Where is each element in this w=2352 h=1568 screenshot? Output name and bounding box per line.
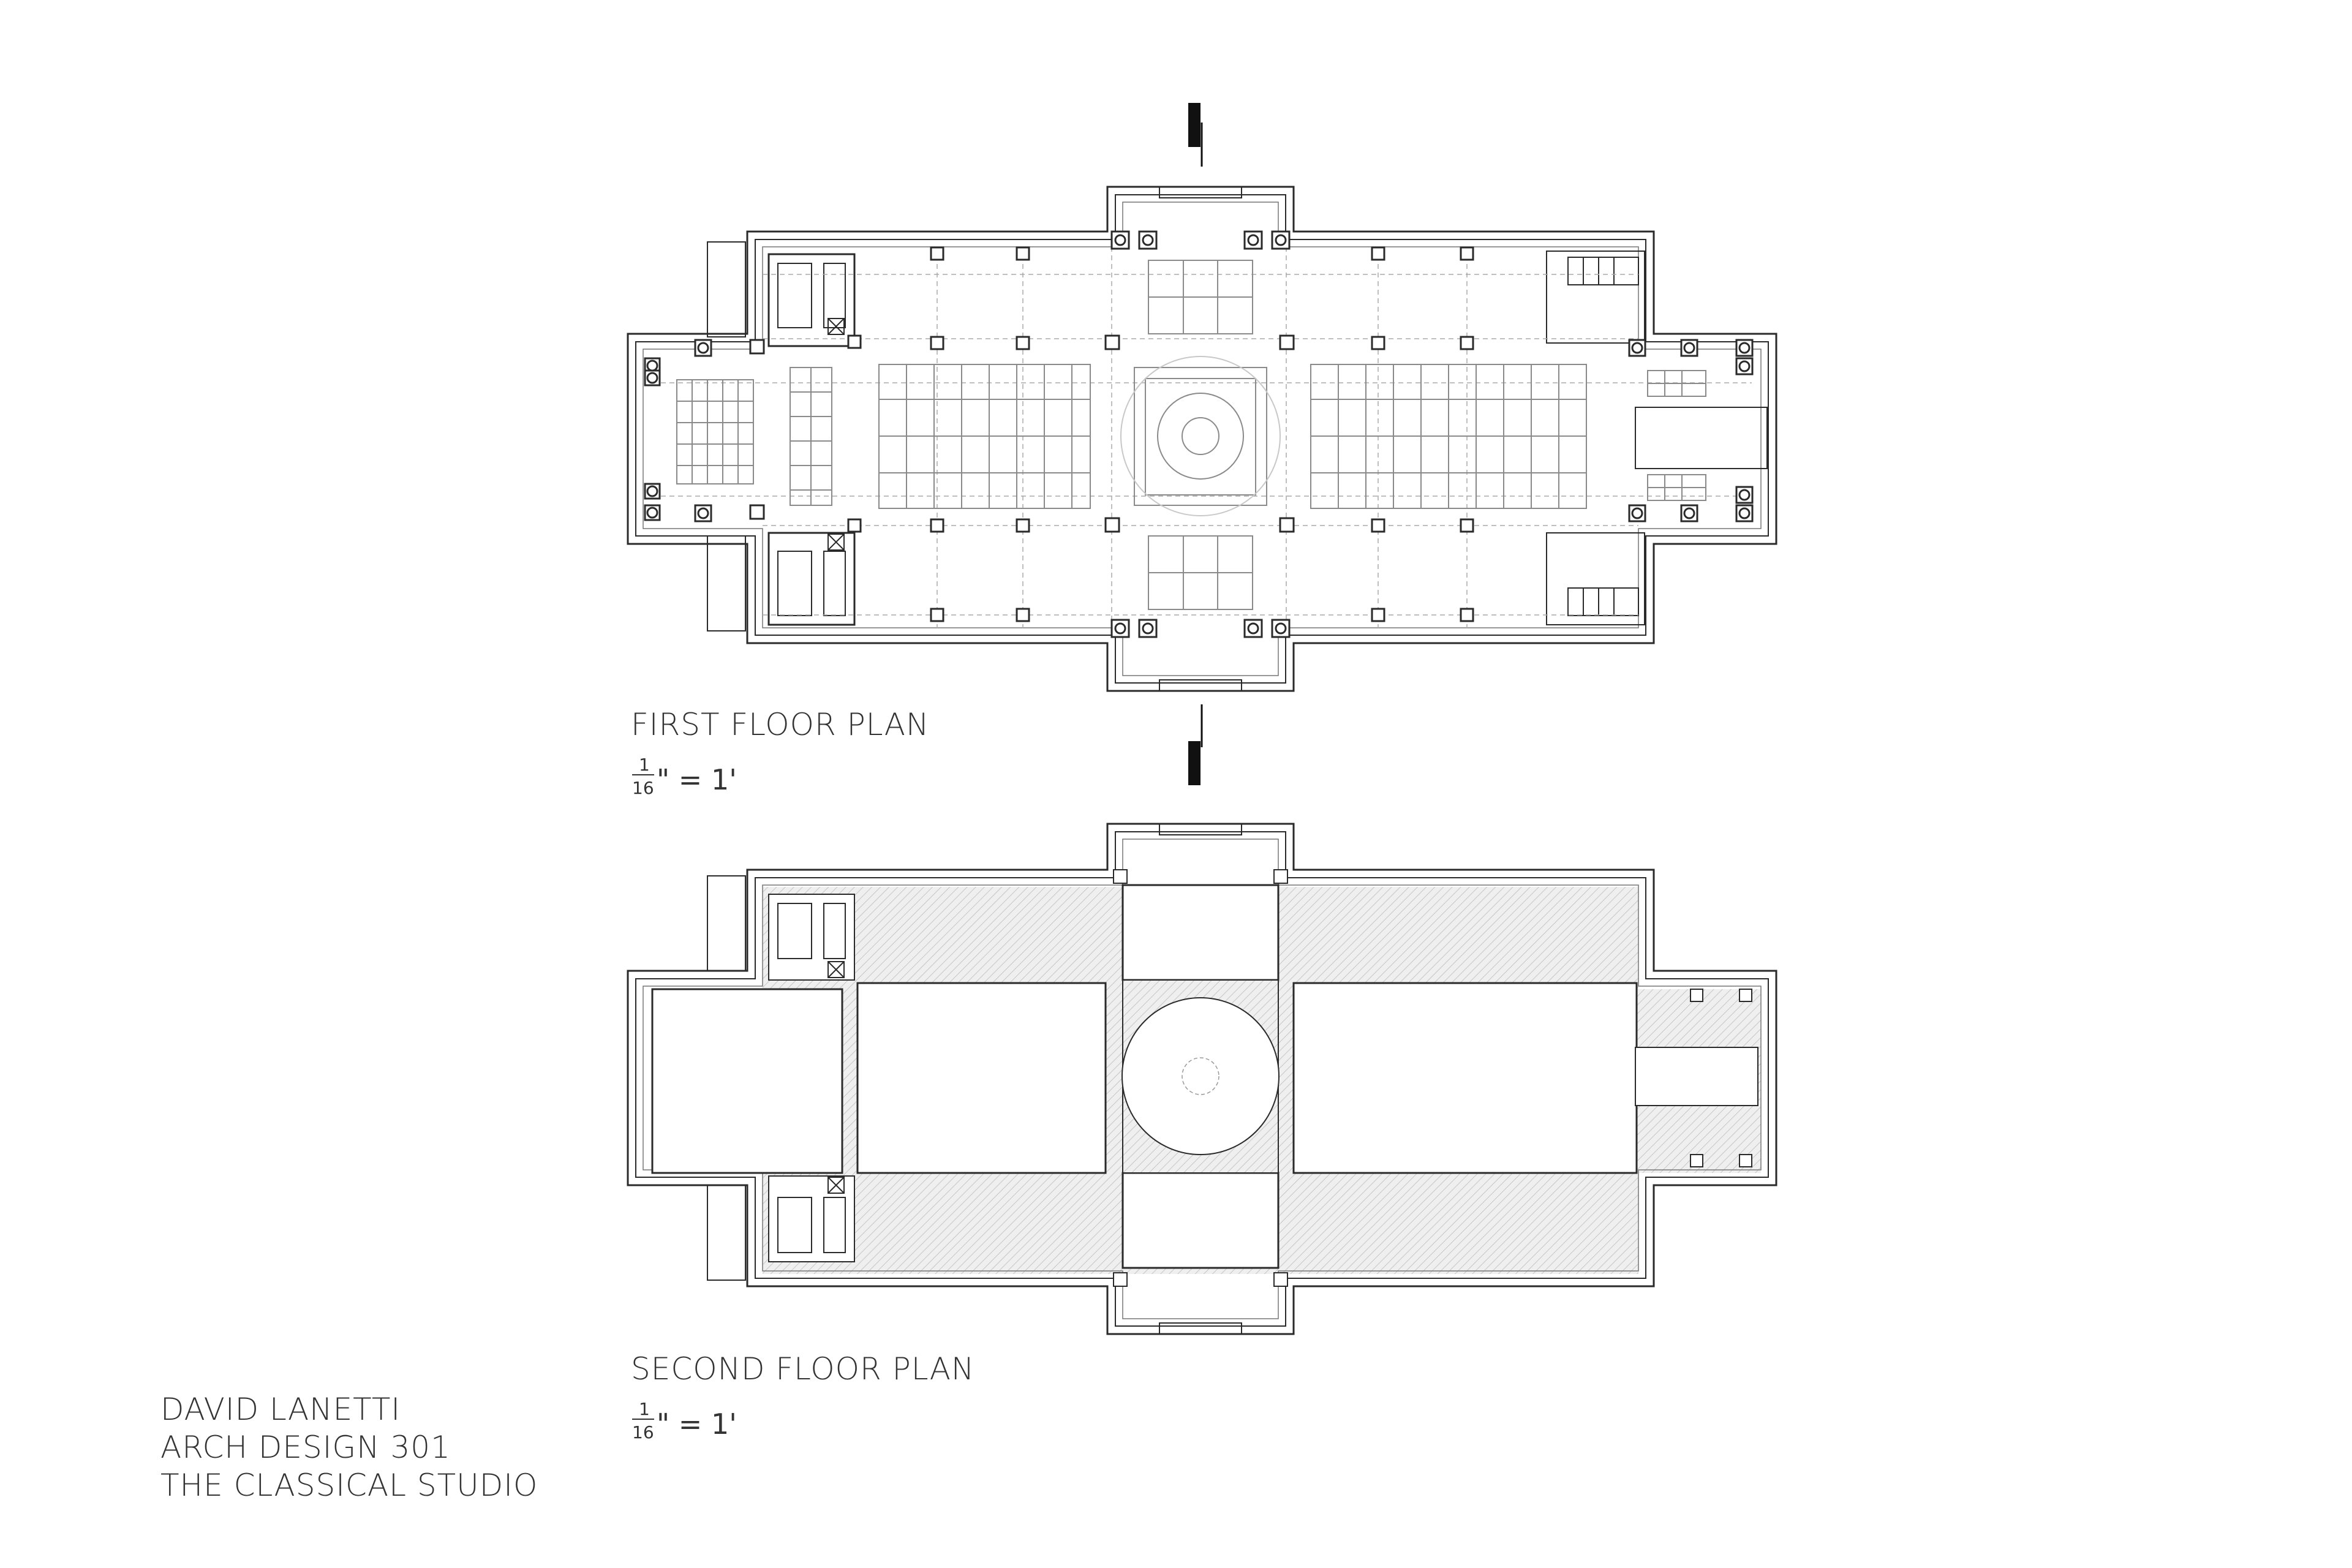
- scale-denominator: 16: [632, 1422, 654, 1442]
- scale-text: " = 1': [657, 763, 737, 796]
- central-dome: [1120, 356, 1281, 516]
- restroom-bottom: [1546, 532, 1645, 625]
- studio-name: THE CLASSICAL STUDIO: [160, 1468, 538, 1503]
- upper-dome: [1121, 979, 1280, 1174]
- scale-numerator: 1: [639, 755, 650, 775]
- stair-left-bottom: [767, 532, 856, 626]
- columns: [644, 230, 1754, 638]
- upper-stair-top: [768, 894, 855, 981]
- fraction-bar: [632, 1419, 654, 1420]
- void-left-wing: [651, 988, 843, 1174]
- section-marker-bottom: [1188, 741, 1200, 785]
- section-marker-top: [1188, 103, 1200, 147]
- upper-stair-bottom: [768, 1175, 855, 1262]
- scale-text: " = 1': [657, 1408, 737, 1441]
- scale-denominator: 16: [632, 778, 654, 798]
- author-name: DAVID LANETTI: [160, 1392, 401, 1427]
- course-name: ARCH DESIGN 301: [160, 1430, 451, 1465]
- void-left-hall: [856, 982, 1107, 1174]
- restroom-top: [1546, 251, 1645, 344]
- fraction-bar: [632, 774, 654, 775]
- void-right-hall: [1292, 982, 1638, 1174]
- stair-left-top: [767, 253, 856, 347]
- first-floor-plan: [627, 103, 1777, 785]
- second-floor-plan: [627, 823, 1777, 1335]
- outer-wall: [627, 186, 1777, 692]
- first-floor-plan-title: FIRST FLOOR PLAN: [631, 707, 930, 742]
- second-floor-plan-title: SECOND FLOOR PLAN: [631, 1351, 975, 1387]
- scale-numerator: 1: [639, 1399, 650, 1419]
- credits-block: DAVID LANETTI ARCH DESIGN 301 THE CLASSI…: [160, 1390, 538, 1504]
